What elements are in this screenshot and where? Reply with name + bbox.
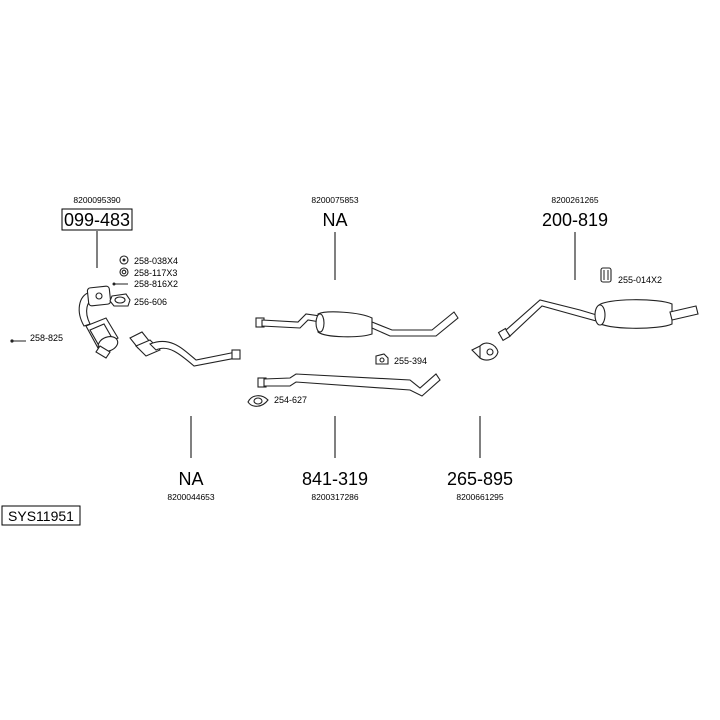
oem-number-centre-silencer: 8200075853	[311, 195, 359, 205]
intermediate-pipe	[257, 373, 441, 397]
centre-silencer	[255, 311, 459, 338]
part-number-intermediate-pipe: 841-319	[302, 469, 368, 489]
oem-number-front-pipe: 8200044653	[167, 492, 215, 502]
front-pipe	[129, 331, 241, 367]
part-number-box	[61, 208, 133, 231]
accessory-label-gasket: 256-606	[134, 297, 167, 307]
part-number-front-pipe: NA	[178, 469, 203, 489]
part-number-rear-silencer: 200-819	[542, 210, 608, 230]
oem-number-clamp: 8200661295	[456, 492, 504, 502]
mounting-bolt-icon	[10, 339, 26, 343]
catalytic-converter	[78, 285, 119, 359]
oem-number-rear-silencer: 8200261265	[551, 195, 599, 205]
oem-number-intermediate-pipe: 8200317286	[311, 492, 359, 502]
rear-silencer	[497, 299, 699, 342]
washer-icon	[119, 267, 129, 277]
pipe-clamp	[471, 342, 499, 361]
part-number-front-cat: 099-483	[64, 210, 130, 230]
nut-icon	[119, 255, 129, 265]
hanger-icon	[600, 267, 612, 283]
accessory-label-rubber-mount: 255-394	[394, 356, 427, 366]
system-code-box	[1, 505, 81, 526]
rubber-mount-icon	[375, 353, 389, 365]
part-number-centre-silencer: NA	[322, 210, 347, 230]
part-number-clamp: 265-895	[447, 469, 513, 489]
accessory-label-nut: 258-038X4	[134, 256, 178, 266]
gasket-icon	[109, 293, 131, 307]
bolt-icon	[112, 282, 128, 286]
accessory-label-flange-gasket: 254-627	[274, 395, 307, 405]
oem-number-front-cat: 8200095390	[73, 195, 121, 205]
system-code: SYS11951	[8, 508, 74, 524]
flange-gasket-icon	[247, 395, 269, 407]
accessory-label-mounting-bolt: 258-825	[30, 333, 63, 343]
accessory-label-washer: 258-117X3	[134, 268, 177, 278]
accessory-label-bolt: 258-816X2	[134, 279, 178, 289]
accessory-label-hanger: 255-014X2	[618, 275, 662, 285]
